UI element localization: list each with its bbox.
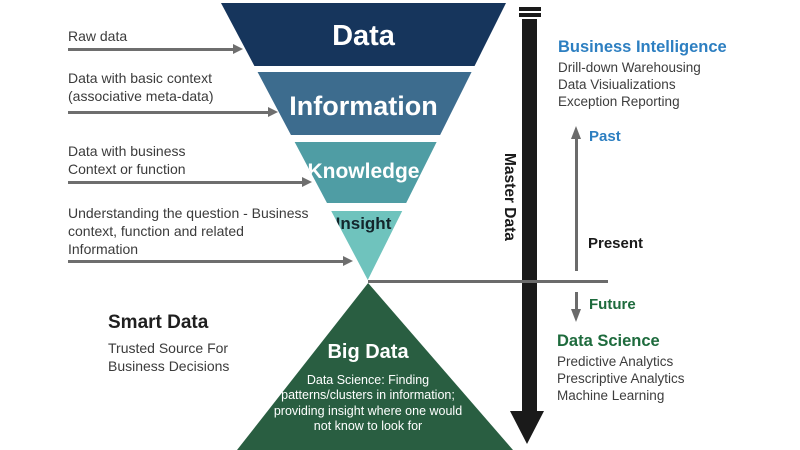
master-data-arrow-shaft xyxy=(522,19,537,411)
annotation-line: (associative meta-data) xyxy=(68,88,214,104)
ds-item: Predictive Analytics xyxy=(557,354,674,369)
big-data-description-line: not know to look for xyxy=(313,418,423,433)
bi-item: Data Visiualizations xyxy=(558,77,676,92)
funnel-label-information: Information xyxy=(289,91,438,121)
business-intelligence-title: Business Intelligence xyxy=(558,38,727,56)
arrow-line-2 xyxy=(68,111,268,114)
smart-data-line: Trusted Source For xyxy=(108,340,229,356)
annotation-understanding: Understanding the question - Business co… xyxy=(68,204,308,258)
ds-item: Prescriptive Analytics xyxy=(557,371,685,386)
master-data-label: Master Data xyxy=(501,153,518,241)
business-intelligence-items: Drill-down Warehousing Data Visiualizati… xyxy=(558,59,701,110)
annotation-line: Understanding the question - Business xyxy=(68,205,309,221)
smart-data-line: Business Decisions xyxy=(108,358,230,374)
arrow-head-icon xyxy=(268,107,278,117)
present-divider-line xyxy=(368,280,608,283)
arrow-line-3 xyxy=(68,181,302,184)
timeline-line-upper xyxy=(575,138,578,271)
big-data-description-line: providing insight where one would xyxy=(273,403,463,418)
master-data-dash xyxy=(519,13,541,17)
bi-item: Exception Reporting xyxy=(558,94,680,109)
timeline-line-lower xyxy=(575,292,578,310)
funnel-label-insight: Insight xyxy=(335,214,392,233)
big-data-triangle: Big Data Data Science: Finding patterns/… xyxy=(237,283,513,450)
arrow-line-1 xyxy=(68,48,233,51)
annotation-business-context: Data with business Context or function xyxy=(68,142,186,178)
past-arrowhead-icon xyxy=(571,126,581,139)
present-label: Present xyxy=(588,235,644,252)
funnel-label-data: Data xyxy=(332,20,395,52)
data-science-items: Predictive Analytics Prescriptive Analyt… xyxy=(557,353,685,404)
big-data-description-line: patterns/clusters in information; xyxy=(281,388,455,403)
annotation-line: Information xyxy=(68,241,139,257)
big-data-description: Data Science: Finding patterns/clusters … xyxy=(237,373,506,434)
annotation-line: context, function and related xyxy=(68,223,244,239)
ds-item: Machine Learning xyxy=(557,388,665,403)
arrow-head-icon xyxy=(302,177,312,187)
funnel-level-data xyxy=(221,3,506,66)
bi-item: Drill-down Warehousing xyxy=(558,60,701,75)
smart-data-body: Trusted Source For Business Decisions xyxy=(108,339,229,375)
arrow-head-icon xyxy=(233,44,243,54)
big-data-description-line: Data Science: Finding xyxy=(306,373,430,387)
funnel-label-knowledge: Knowledge xyxy=(307,160,420,183)
arrow-head-icon xyxy=(343,256,353,266)
smart-data-title: Smart Data xyxy=(108,312,209,333)
annotation-line: Context or function xyxy=(68,161,186,177)
annotation-line: Data with basic context xyxy=(68,70,212,86)
big-data-title: Big Data xyxy=(327,341,409,363)
master-data-arrowhead-icon xyxy=(510,411,544,444)
data-science-title: Data Science xyxy=(557,332,660,350)
annotation-basic-context: Data with basic context (associative met… xyxy=(68,69,214,105)
annotation-line: Raw data xyxy=(68,28,128,44)
annotation-line: Data with business xyxy=(68,143,186,159)
future-label: Future xyxy=(589,296,636,313)
arrow-line-4 xyxy=(68,260,343,263)
past-label: Past xyxy=(589,128,621,145)
future-arrowhead-icon xyxy=(571,309,581,322)
master-data-dash xyxy=(519,7,541,11)
annotation-raw-data: Raw data xyxy=(68,27,127,45)
